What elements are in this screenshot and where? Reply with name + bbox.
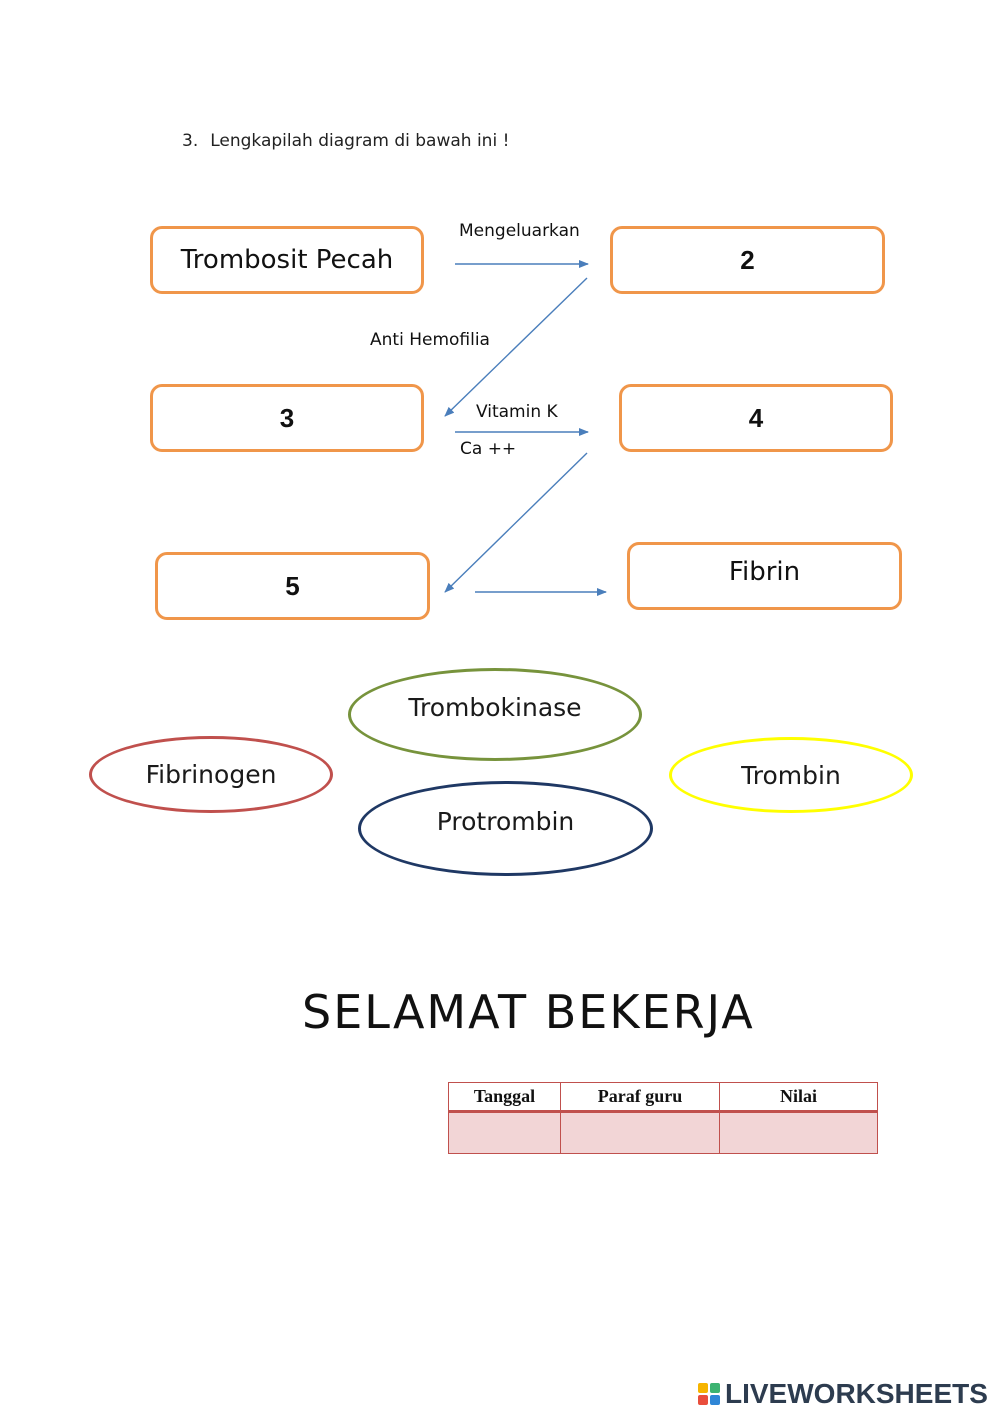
answer-box-5[interactable]: 5 <box>155 552 430 620</box>
liveworksheets-icon <box>698 1383 720 1405</box>
answer-box-5-number: 5 <box>285 570 300 601</box>
question-text: Lengkapilah diagram di bawah ini ! <box>210 131 510 151</box>
answer-box-2[interactable]: 2 <box>610 226 885 294</box>
answer-box-4[interactable]: 4 <box>619 384 893 452</box>
cell-tanggal <box>448 1111 561 1154</box>
brand-icon-square-3 <box>698 1395 708 1405</box>
brand-icon-square-4 <box>710 1395 720 1405</box>
choice-trombokinase-label: Trombokinase <box>408 693 582 722</box>
answer-box-2-number: 2 <box>740 244 755 275</box>
brand-icon-square-2 <box>710 1383 720 1393</box>
choice-trombokinase[interactable]: Trombokinase <box>348 668 642 761</box>
answer-box-3-number: 3 <box>279 402 295 433</box>
label-vitamin-k: Vitamin K <box>476 402 558 422</box>
greeting-text: SELAMAT BEKERJA <box>302 985 755 1039</box>
box-fibrin: Fibrin <box>627 542 902 610</box>
table-row <box>448 1111 878 1154</box>
brand-icon-square-1 <box>698 1383 708 1393</box>
answer-box-3[interactable]: 3 <box>150 384 424 452</box>
choice-trombin[interactable]: Trombin <box>669 737 913 813</box>
header-tanggal: Tanggal <box>448 1082 561 1113</box>
label-ca: Ca ++ <box>460 439 517 459</box>
diagram-arrows <box>444 260 607 596</box>
label-anti-hemofilia: Anti Hemofilia <box>370 330 490 350</box>
header-paraf-guru: Paraf guru <box>560 1082 720 1113</box>
choice-trombin-label: Trombin <box>741 760 841 790</box>
answer-box-4-number: 4 <box>748 402 764 433</box>
box-trombosit-pecah-label: Trombosit Pecah <box>180 245 394 275</box>
header-nilai: Nilai <box>719 1082 878 1113</box>
choice-fibrinogen-label: Fibrinogen <box>145 760 277 789</box>
box-trombosit-pecah: Trombosit Pecah <box>150 226 424 294</box>
choice-protrombin[interactable]: Protrombin <box>358 781 653 876</box>
grade-table: Tanggal Paraf guru Nilai <box>448 1082 878 1154</box>
grade-table-header-row: Tanggal Paraf guru Nilai <box>448 1082 878 1113</box>
choice-protrombin-label: Protrombin <box>436 807 575 836</box>
brand-text: LIVEWORKSHEETS <box>725 1378 988 1409</box>
arrow-4-to-5 <box>444 452 588 593</box>
question-number: 3. <box>182 131 199 151</box>
box-fibrin-label: Fibrin <box>728 557 801 587</box>
label-mengeluarkan: Mengeluarkan <box>459 221 580 241</box>
cell-nilai <box>719 1111 878 1154</box>
brand-logo: LIVEWORKSHEETS <box>698 1378 988 1410</box>
question-instruction: 3. Lengkapilah diagram di bawah ini ! <box>182 131 509 151</box>
choice-fibrinogen[interactable]: Fibrinogen <box>89 736 333 813</box>
cell-paraf-guru <box>560 1111 720 1154</box>
arrow-2-to-3 <box>444 277 588 417</box>
